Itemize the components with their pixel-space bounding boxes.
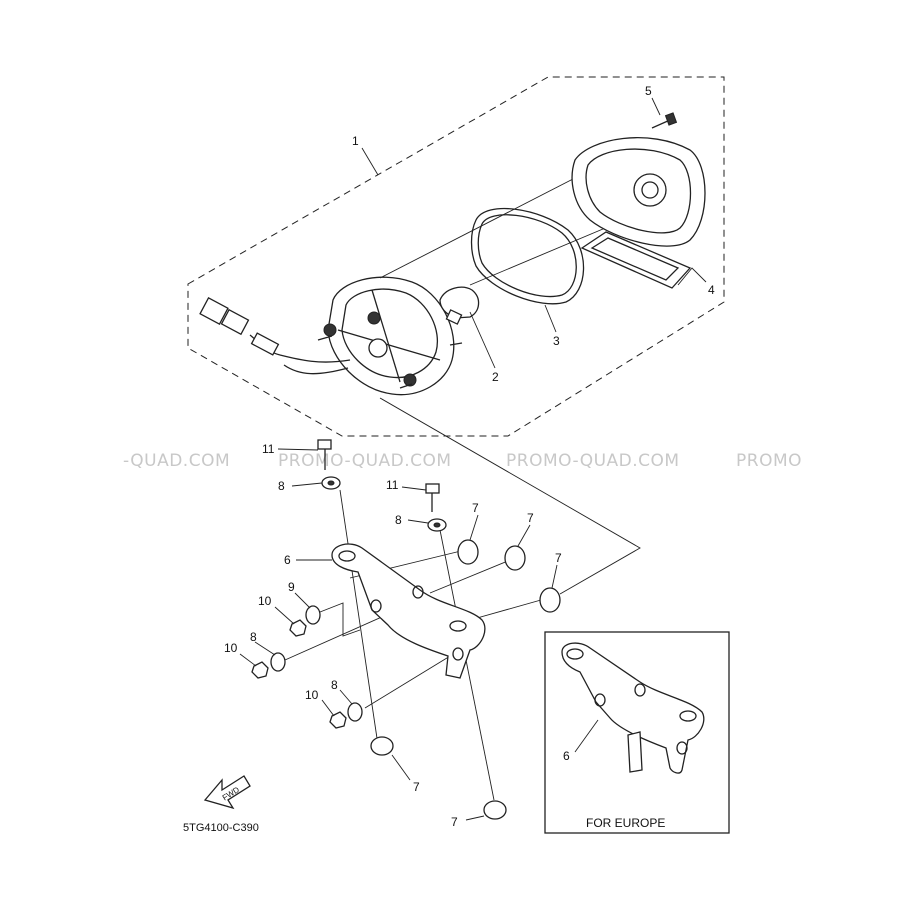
callout-10a: 10 <box>258 594 272 608</box>
watermark: -QUAD.COM PROMO-QUAD.COM PROMO-QUAD.COM … <box>123 451 802 471</box>
callout-8c: 8 <box>250 630 257 644</box>
watermark-text-3: PROMO-QUAD.COM <box>506 451 680 471</box>
callout-7e: 7 <box>451 815 458 829</box>
callout-8a: 8 <box>278 479 285 493</box>
callout-3: 3 <box>553 334 560 348</box>
guide-lines <box>284 159 649 801</box>
callout-6: 6 <box>284 553 291 567</box>
nuts <box>251 619 347 729</box>
callout-8b: 8 <box>395 513 402 527</box>
watermark-text-2: PROMO-QUAD.COM <box>278 451 452 471</box>
bracket <box>331 543 486 679</box>
callout-4: 4 <box>708 283 715 297</box>
watermark-text-4: PROMO <box>736 451 802 471</box>
collars <box>270 476 447 722</box>
watermark-text-1: -QUAD.COM <box>123 451 230 471</box>
bulb <box>439 286 480 325</box>
callout-leaders <box>239 97 707 821</box>
assembly-boundary <box>187 76 725 437</box>
callout-8d: 8 <box>331 678 338 692</box>
grommets <box>370 539 561 820</box>
callout-7c: 7 <box>555 551 562 565</box>
callout-2: 2 <box>492 370 499 384</box>
callout-1: 1 <box>352 134 359 148</box>
inset-caption: FOR EUROPE <box>586 816 665 830</box>
callout-11b: 11 <box>386 478 399 492</box>
europe-inset: 6 FOR EUROPE <box>544 631 730 834</box>
collar-9 <box>305 605 321 625</box>
bolt-11b <box>425 483 440 512</box>
callout-10c: 10 <box>305 688 319 702</box>
bolt-11a <box>317 439 332 470</box>
callout-10b: 10 <box>224 641 238 655</box>
callout-7d: 7 <box>413 780 420 794</box>
tail-light-lens <box>571 137 706 289</box>
inset-callout-6: 6 <box>563 749 570 763</box>
tail-light-housing <box>199 276 463 396</box>
callout-7a: 7 <box>472 501 479 515</box>
callout-5: 5 <box>645 84 652 98</box>
callout-11a: 11 <box>262 442 275 456</box>
fwd-arrow-icon: FWD <box>203 775 251 810</box>
diagram-code: 5TG4100-C390 <box>183 822 259 834</box>
callout-7b: 7 <box>527 511 534 525</box>
lens-gasket <box>470 207 585 305</box>
callout-labels: 1 2 3 4 5 6 7 7 7 7 7 8 8 8 8 9 10 10 10… <box>224 84 715 829</box>
callout-9: 9 <box>288 580 295 594</box>
lens-screw <box>651 112 678 129</box>
